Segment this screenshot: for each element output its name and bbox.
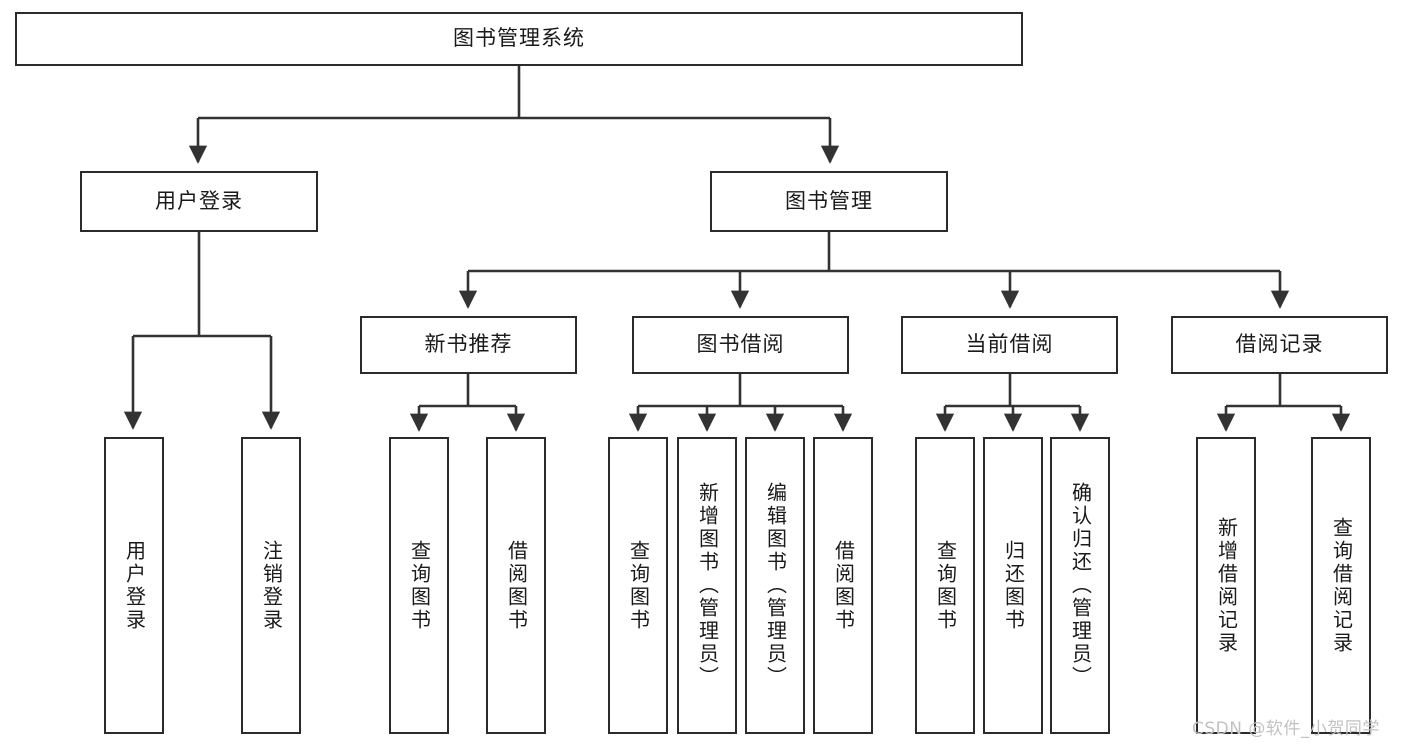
node-current-borrow-label: 当前借阅	[965, 332, 1054, 357]
node-leaf-return-book-label: 归还图书	[1001, 539, 1026, 632]
node-leaf-confirm-return[interactable]: 确认归还（管理员）	[1050, 437, 1110, 734]
node-book-management[interactable]: 图书管理	[710, 171, 948, 232]
node-leaf-query-book-2-label: 查询图书	[626, 539, 651, 632]
node-root-label: 图书管理系统	[453, 26, 585, 51]
node-leaf-borrow-book-1[interactable]: 借阅图书	[486, 437, 546, 734]
node-leaf-add-book[interactable]: 新增图书（管理员）	[677, 437, 737, 734]
node-leaf-borrow-book-2-label: 借阅图书	[831, 539, 856, 632]
node-user-login[interactable]: 用户登录	[80, 171, 318, 232]
node-borrow-record-label: 借阅记录	[1235, 332, 1324, 357]
node-leaf-add-book-label: 新增图书（管理员）	[695, 482, 720, 689]
node-leaf-query-book-2[interactable]: 查询图书	[608, 437, 668, 734]
node-leaf-query-book-1-label: 查询图书	[407, 539, 432, 632]
node-leaf-add-record[interactable]: 新增借阅记录	[1196, 437, 1256, 734]
node-current-borrow[interactable]: 当前借阅	[901, 316, 1118, 374]
node-book-borrow[interactable]: 图书借阅	[632, 316, 849, 374]
node-new-book-recommend-label: 新书推荐	[424, 332, 513, 357]
node-leaf-edit-book[interactable]: 编辑图书（管理员）	[745, 437, 805, 734]
node-leaf-user-login-label: 用户登录	[122, 539, 147, 632]
node-borrow-record[interactable]: 借阅记录	[1171, 316, 1388, 374]
node-leaf-user-logout[interactable]: 注销登录	[241, 437, 301, 734]
node-leaf-return-book[interactable]: 归还图书	[983, 437, 1043, 734]
node-root[interactable]: 图书管理系统	[15, 12, 1023, 66]
node-leaf-user-logout-label: 注销登录	[259, 539, 284, 632]
node-leaf-query-book-1[interactable]: 查询图书	[389, 437, 449, 734]
node-leaf-query-record[interactable]: 查询借阅记录	[1311, 437, 1371, 734]
node-leaf-query-book-3[interactable]: 查询图书	[915, 437, 975, 734]
node-leaf-borrow-book-2[interactable]: 借阅图书	[813, 437, 873, 734]
node-leaf-user-login[interactable]: 用户登录	[104, 437, 164, 734]
node-leaf-confirm-return-label: 确认归还（管理员）	[1068, 482, 1093, 689]
node-book-borrow-label: 图书借阅	[696, 332, 785, 357]
node-user-login-label: 用户登录	[155, 188, 243, 213]
node-leaf-borrow-book-1-label: 借阅图书	[504, 539, 529, 632]
node-leaf-edit-book-label: 编辑图书（管理员）	[763, 482, 788, 689]
node-book-management-label: 图书管理	[785, 188, 873, 213]
watermark: CSDN @软件_小贺同学	[1192, 719, 1380, 739]
node-leaf-query-book-3-label: 查询图书	[933, 539, 958, 632]
node-leaf-query-record-label: 查询借阅记录	[1329, 516, 1354, 655]
node-leaf-add-record-label: 新增借阅记录	[1214, 516, 1239, 655]
node-new-book-recommend[interactable]: 新书推荐	[360, 316, 577, 374]
